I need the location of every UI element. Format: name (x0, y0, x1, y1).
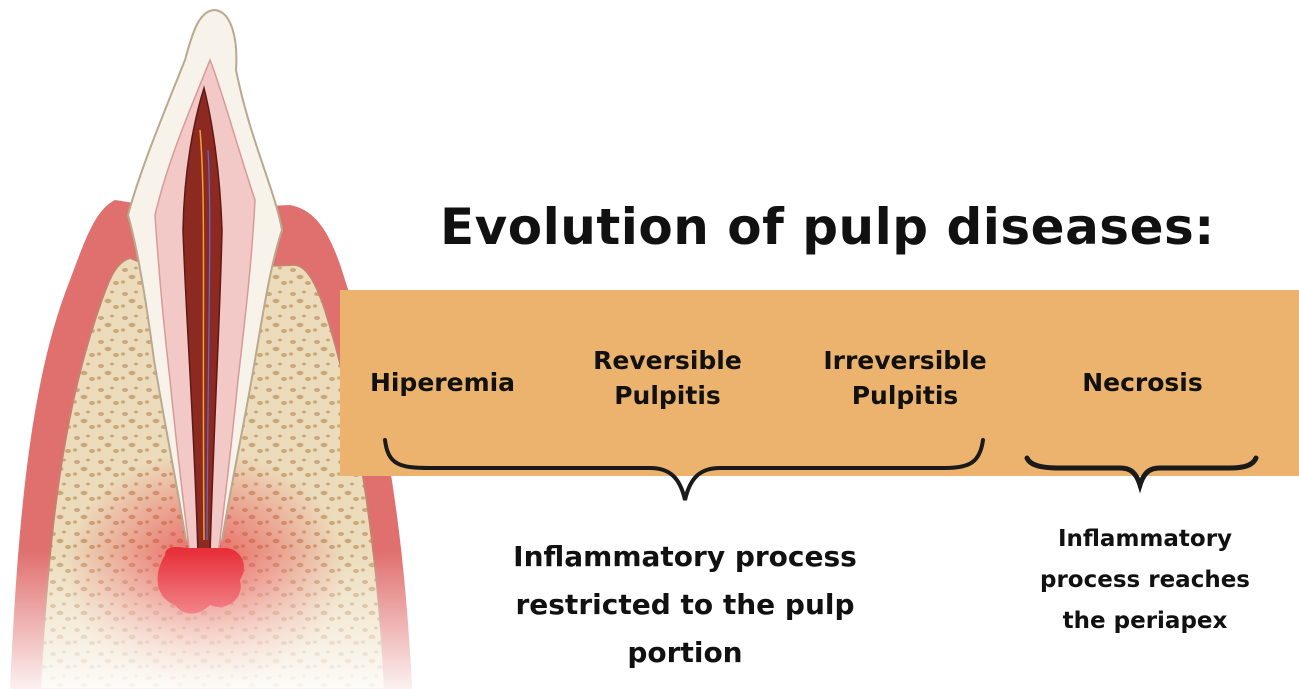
brace-right-icon (1027, 458, 1256, 485)
caption-pulp-restricted: Inflammatory process restricted to the p… (500, 533, 870, 677)
caption-periapex: Inflammatory process reaches the periape… (1030, 519, 1260, 642)
brace-left-icon (385, 440, 983, 500)
